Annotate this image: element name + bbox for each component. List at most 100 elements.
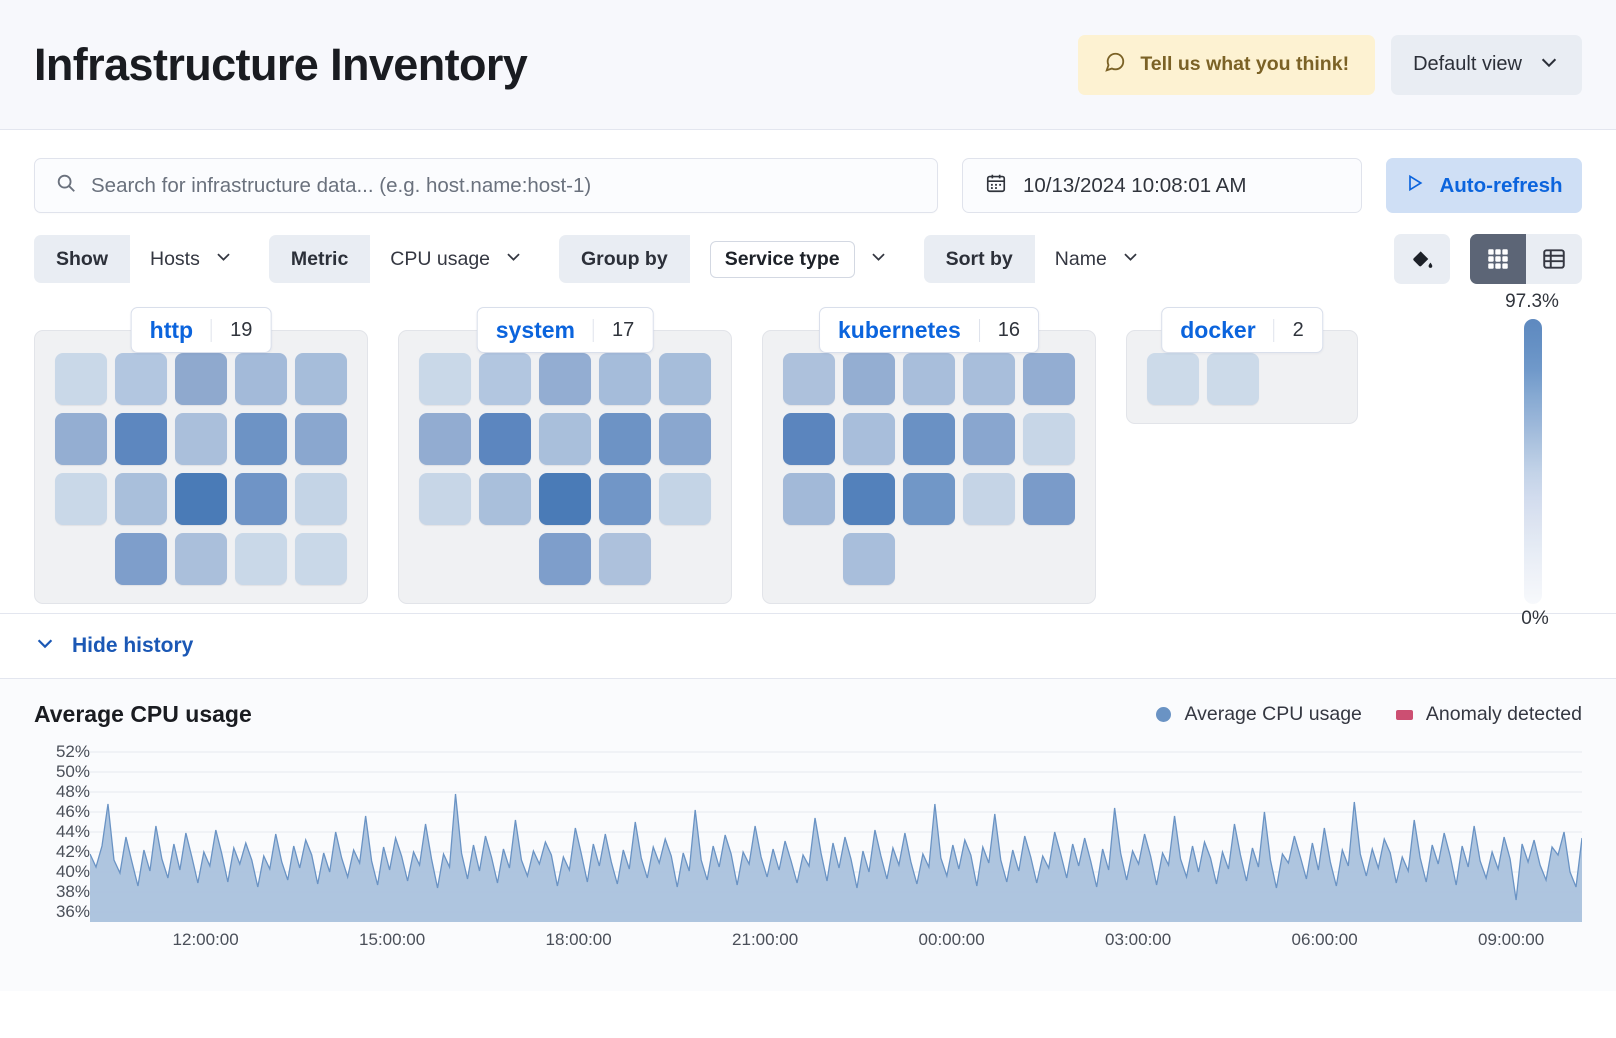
legend-max-label: 97.3% [1505, 291, 1559, 312]
host-tile[interactable] [419, 473, 471, 525]
host-tile[interactable] [235, 533, 287, 585]
group-http: http 19 [34, 307, 368, 604]
host-tile[interactable] [1023, 353, 1075, 405]
y-tick-label: 36% [55, 902, 90, 921]
host-tile[interactable] [1147, 353, 1199, 405]
host-tile[interactable] [963, 353, 1015, 405]
host-tile[interactable] [963, 413, 1015, 465]
host-tile[interactable] [55, 473, 107, 525]
host-tile[interactable] [659, 413, 711, 465]
group-count: 17 [593, 318, 652, 342]
legend-item-average-cpu-usage[interactable]: Average CPU usage [1156, 703, 1362, 726]
filter-sort-by: Sort by Name [923, 235, 1158, 283]
filter-sort-by-label: Sort by [923, 235, 1035, 283]
host-tile[interactable] [175, 473, 227, 525]
host-tile[interactable] [1023, 413, 1075, 465]
group-kubernetes: kubernetes 16 [762, 307, 1096, 604]
host-tile[interactable] [115, 353, 167, 405]
host-tile[interactable] [783, 473, 835, 525]
group-name[interactable]: kubernetes [838, 316, 961, 343]
history-bar: Hide history [0, 613, 1616, 679]
chevron-down-icon [214, 247, 233, 272]
group-count: 19 [211, 318, 270, 342]
host-tile[interactable] [235, 473, 287, 525]
group-header[interactable]: http 19 [130, 307, 272, 353]
filter-sort-by-value[interactable]: Name [1034, 235, 1158, 283]
host-tile[interactable] [843, 353, 895, 405]
host-tile[interactable] [843, 413, 895, 465]
filter-group-by-value[interactable]: Service type [689, 235, 906, 283]
host-tile[interactable] [599, 353, 651, 405]
chevron-down-icon [869, 247, 888, 272]
grid-view-icon[interactable] [1470, 234, 1526, 284]
search-input[interactable]: Search for infrastructure data... (e.g. … [34, 158, 938, 213]
host-tile[interactable] [295, 533, 347, 585]
host-tile[interactable] [295, 353, 347, 405]
host-tile[interactable] [1207, 353, 1259, 405]
host-tile[interactable] [539, 353, 591, 405]
date-picker[interactable]: 10/13/2024 10:08:01 AM [962, 158, 1362, 213]
host-tile[interactable] [963, 473, 1015, 525]
group-header[interactable]: kubernetes 16 [819, 307, 1039, 353]
host-tile[interactable] [903, 353, 955, 405]
host-tile[interactable] [599, 533, 651, 585]
host-tile[interactable] [843, 533, 895, 585]
host-tile[interactable] [903, 413, 955, 465]
host-tile[interactable] [115, 473, 167, 525]
feedback-label: Tell us what you think! [1140, 53, 1350, 75]
host-tile[interactable] [783, 353, 835, 405]
group-list: http 19 system 17 kubernetes 16 [34, 307, 1582, 604]
paint-bucket-icon[interactable] [1394, 234, 1450, 284]
group-name[interactable]: system [495, 316, 576, 343]
host-tile[interactable] [539, 533, 591, 585]
host-tile[interactable] [903, 473, 955, 525]
group-header[interactable]: docker 2 [1161, 307, 1323, 353]
host-tile[interactable] [419, 413, 471, 465]
host-tile[interactable] [599, 473, 651, 525]
color-legend: 97.3% 0% [1448, 291, 1568, 630]
host-tile[interactable] [235, 353, 287, 405]
group-count: 16 [978, 318, 1038, 342]
host-tile[interactable] [175, 353, 227, 405]
default-view-button[interactable]: Default view [1391, 34, 1582, 95]
table-view-icon[interactable] [1526, 234, 1582, 284]
x-tick-label: 00:00:00 [918, 930, 985, 949]
history-chart-section: Average CPU usage Average CPU usage Anom… [0, 679, 1616, 991]
host-tile[interactable] [843, 473, 895, 525]
host-tile[interactable] [115, 413, 167, 465]
chart-line [90, 794, 1582, 900]
auto-refresh-button[interactable]: Auto-refresh [1386, 158, 1582, 213]
host-tile[interactable] [783, 413, 835, 465]
host-tile[interactable] [599, 413, 651, 465]
host-tile[interactable] [115, 533, 167, 585]
host-tile[interactable] [235, 413, 287, 465]
host-tile[interactable] [539, 473, 591, 525]
chart-plot-area[interactable] [90, 742, 1582, 922]
group-name[interactable]: http [149, 316, 194, 343]
hide-history-toggle[interactable]: Hide history [34, 632, 193, 660]
legend-min-label: 0% [1521, 608, 1549, 629]
host-tile[interactable] [295, 413, 347, 465]
host-tile[interactable] [659, 353, 711, 405]
group-name[interactable]: docker [1180, 316, 1256, 343]
host-tile[interactable] [659, 473, 711, 525]
group-header[interactable]: system 17 [476, 307, 654, 353]
tile-grid [55, 353, 347, 585]
host-tile[interactable] [295, 473, 347, 525]
host-tile[interactable] [55, 353, 107, 405]
host-tile[interactable] [55, 413, 107, 465]
host-tile[interactable] [175, 533, 227, 585]
host-tile[interactable] [479, 353, 531, 405]
host-tile[interactable] [479, 413, 531, 465]
feedback-button[interactable]: Tell us what you think! [1078, 34, 1376, 95]
host-tile[interactable] [175, 413, 227, 465]
legend-item-anomaly-detected[interactable]: Anomaly detected [1395, 703, 1582, 726]
host-tile[interactable] [479, 473, 531, 525]
filter-metric-value[interactable]: CPU usage [370, 235, 542, 283]
chart-header: Average CPU usage Average CPU usage Anom… [34, 701, 1582, 728]
host-tile[interactable] [419, 353, 471, 405]
host-tile[interactable] [539, 413, 591, 465]
host-tile[interactable] [1023, 473, 1075, 525]
filter-show-value[interactable]: Hosts [130, 235, 251, 283]
y-tick-label: 38% [55, 882, 90, 901]
